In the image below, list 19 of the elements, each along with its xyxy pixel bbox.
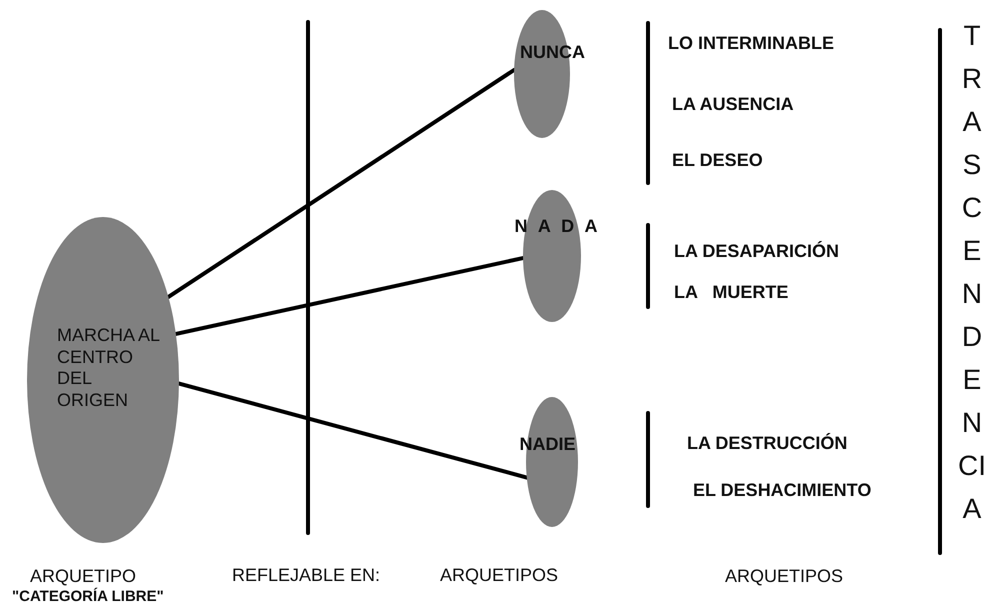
node-label: N A D A [514, 216, 598, 238]
caption: "CATEGORÍA LIBRE" [12, 588, 164, 605]
list-item: LA MUERTE [674, 282, 788, 303]
caption: ARQUETIPO [30, 566, 136, 587]
list-item: EL DESEO [672, 150, 763, 171]
caption: ARQUETIPOS [725, 566, 844, 587]
connector-line [166, 68, 516, 299]
connector-line [176, 382, 529, 480]
vertical-label: TRASCENDENCIA [958, 19, 986, 526]
node-label: MARCHA AL CENTRO DEL ORIGEN [57, 325, 160, 412]
list-item: LA DESAPARICIÓN [674, 241, 840, 262]
list-item: LO INTERMINABLE [668, 33, 834, 54]
ellipse-node [27, 217, 179, 543]
caption: REFLEJABLE EN: [232, 565, 380, 586]
list-item: LA AUSENCIA [672, 94, 794, 115]
connector-line [174, 256, 526, 336]
caption: ARQUETIPOS [440, 565, 558, 586]
list-item: EL DESHACIMIENTO [693, 480, 872, 501]
list-item: LA DESTRUCCIÓN [687, 433, 848, 454]
